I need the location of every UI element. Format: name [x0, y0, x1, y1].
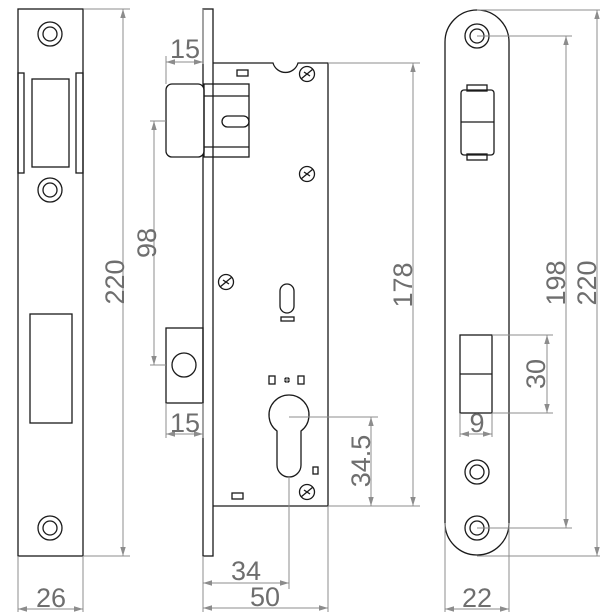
faceplate-view: 220 26: [17, 8, 130, 613]
small-square: [297, 375, 305, 385]
latch-slot: [221, 115, 250, 128]
dimension-strike-width: 22: [444, 523, 510, 613]
dimension-faceplate-width: 26: [17, 556, 84, 613]
dimension-body-height: 178: [328, 62, 420, 507]
latch-bolt: [165, 83, 205, 158]
center-mark-icon: [283, 376, 291, 384]
bolt-opening: [29, 313, 73, 424]
small-slot: [236, 69, 249, 77]
screw-hole-icon: [37, 177, 63, 203]
dimension-label: 198: [541, 260, 571, 305]
dimension-label: 15: [170, 408, 200, 438]
bolt-hole: [171, 352, 197, 378]
dimension-label: 9: [469, 408, 484, 438]
latch-roller: [460, 84, 495, 161]
dimension-backset: 34: [202, 477, 290, 612]
latch-opening: [31, 78, 70, 168]
screw-icon: [298, 483, 316, 501]
dimension-label: 220: [100, 259, 130, 304]
dimension-bolt-opening-height: 30: [492, 334, 553, 414]
euro-cylinder-cutout: [268, 394, 310, 478]
small-slot: [231, 492, 244, 500]
small-slot: [312, 466, 319, 475]
dimension-label: 178: [388, 262, 418, 307]
follower-mark: [280, 316, 295, 322]
screw-icon: [298, 65, 316, 83]
dimension-faceplate-height: 220: [84, 8, 130, 557]
dimension-strike-height: 220: [477, 9, 602, 557]
dimension-label: 50: [250, 582, 280, 612]
dimension-hole-spacing: 198: [477, 35, 572, 529]
lock-body-view: 15 98 15 178 34.5: [132, 8, 420, 612]
strike-plate-view: 220 198 30 9 22: [444, 9, 602, 613]
bolt-opening: [459, 334, 493, 414]
dimension-label: 26: [36, 583, 66, 613]
screw-icon: [217, 273, 235, 291]
dimension-label: 34: [231, 556, 261, 586]
dimension-cylinder-to-bottom: 34.5: [289, 416, 378, 506]
dimension-label: 22: [462, 583, 492, 613]
screw-hole-icon: [464, 459, 490, 485]
faceplate-left-rail: [17, 72, 25, 174]
dimension-latch-to-bolt: 98: [132, 120, 166, 366]
dimension-bolt-opening-width: 9: [459, 408, 493, 438]
faceplate-right-rail: [75, 72, 84, 174]
strike-plate-outline: [444, 9, 510, 556]
screw-hole-icon: [37, 515, 63, 541]
dimension-label: 220: [572, 260, 602, 305]
dimension-label: 15: [170, 34, 200, 64]
dimension-label: 98: [132, 228, 162, 258]
screw-icon: [298, 165, 316, 183]
dimension-latch-projection: 15: [165, 9, 204, 84]
small-square: [268, 375, 276, 385]
follower-slot: [279, 283, 295, 314]
faceplate-outline: [17, 8, 84, 557]
lock-case-outline: [213, 62, 329, 507]
forend-plate: [202, 8, 214, 557]
dimension-label: 30: [521, 359, 551, 389]
screw-hole-icon: [37, 21, 63, 47]
dimension-bolt-projection: 15: [165, 403, 204, 438]
dimension-depth: 50: [203, 506, 329, 612]
dimension-label: 34.5: [346, 435, 376, 488]
